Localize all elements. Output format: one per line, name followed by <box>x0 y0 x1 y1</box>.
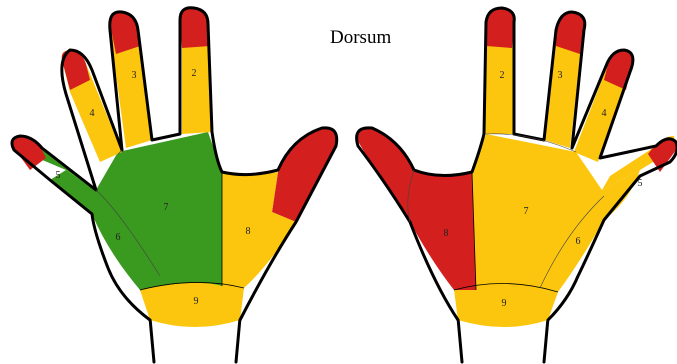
left-label-ring: 4 <box>90 108 95 119</box>
right-label-little: 5 <box>638 178 643 189</box>
right-label-ring: 4 <box>602 108 607 119</box>
right-label-index: 2 <box>500 70 505 81</box>
left-label-ulnar: 6 <box>116 232 121 243</box>
right-label-radial: 8 <box>444 228 449 239</box>
right-palm-region <box>472 134 640 292</box>
right-label-ulnar: 6 <box>576 236 581 247</box>
left-wrist-region <box>140 282 244 327</box>
right-hand: 2 3 4 5 6 7 8 9 <box>356 8 677 362</box>
left-wrist-edge-radial <box>236 318 240 362</box>
right-label-wrist: 9 <box>502 298 507 309</box>
right-label-palm: 7 <box>524 206 529 217</box>
left-hand: 2 3 4 5 6 7 8 9 <box>12 8 337 362</box>
right-radial-region <box>356 128 476 290</box>
left-label-radial: 8 <box>246 226 251 237</box>
left-label-middle: 3 <box>132 70 137 81</box>
left-wrist-edge-ulnar <box>150 318 154 362</box>
left-label-palm: 7 <box>164 202 169 213</box>
left-palm-region <box>50 132 222 290</box>
left-label-wrist: 9 <box>194 296 199 307</box>
left-label-index: 2 <box>192 68 197 79</box>
right-wrist-edge-radial <box>458 318 462 362</box>
right-label-middle: 3 <box>558 70 563 81</box>
right-wrist-edge-ulnar <box>544 318 548 362</box>
left-label-little: 5 <box>56 170 61 181</box>
diagram-title: Dorsum <box>330 27 391 48</box>
